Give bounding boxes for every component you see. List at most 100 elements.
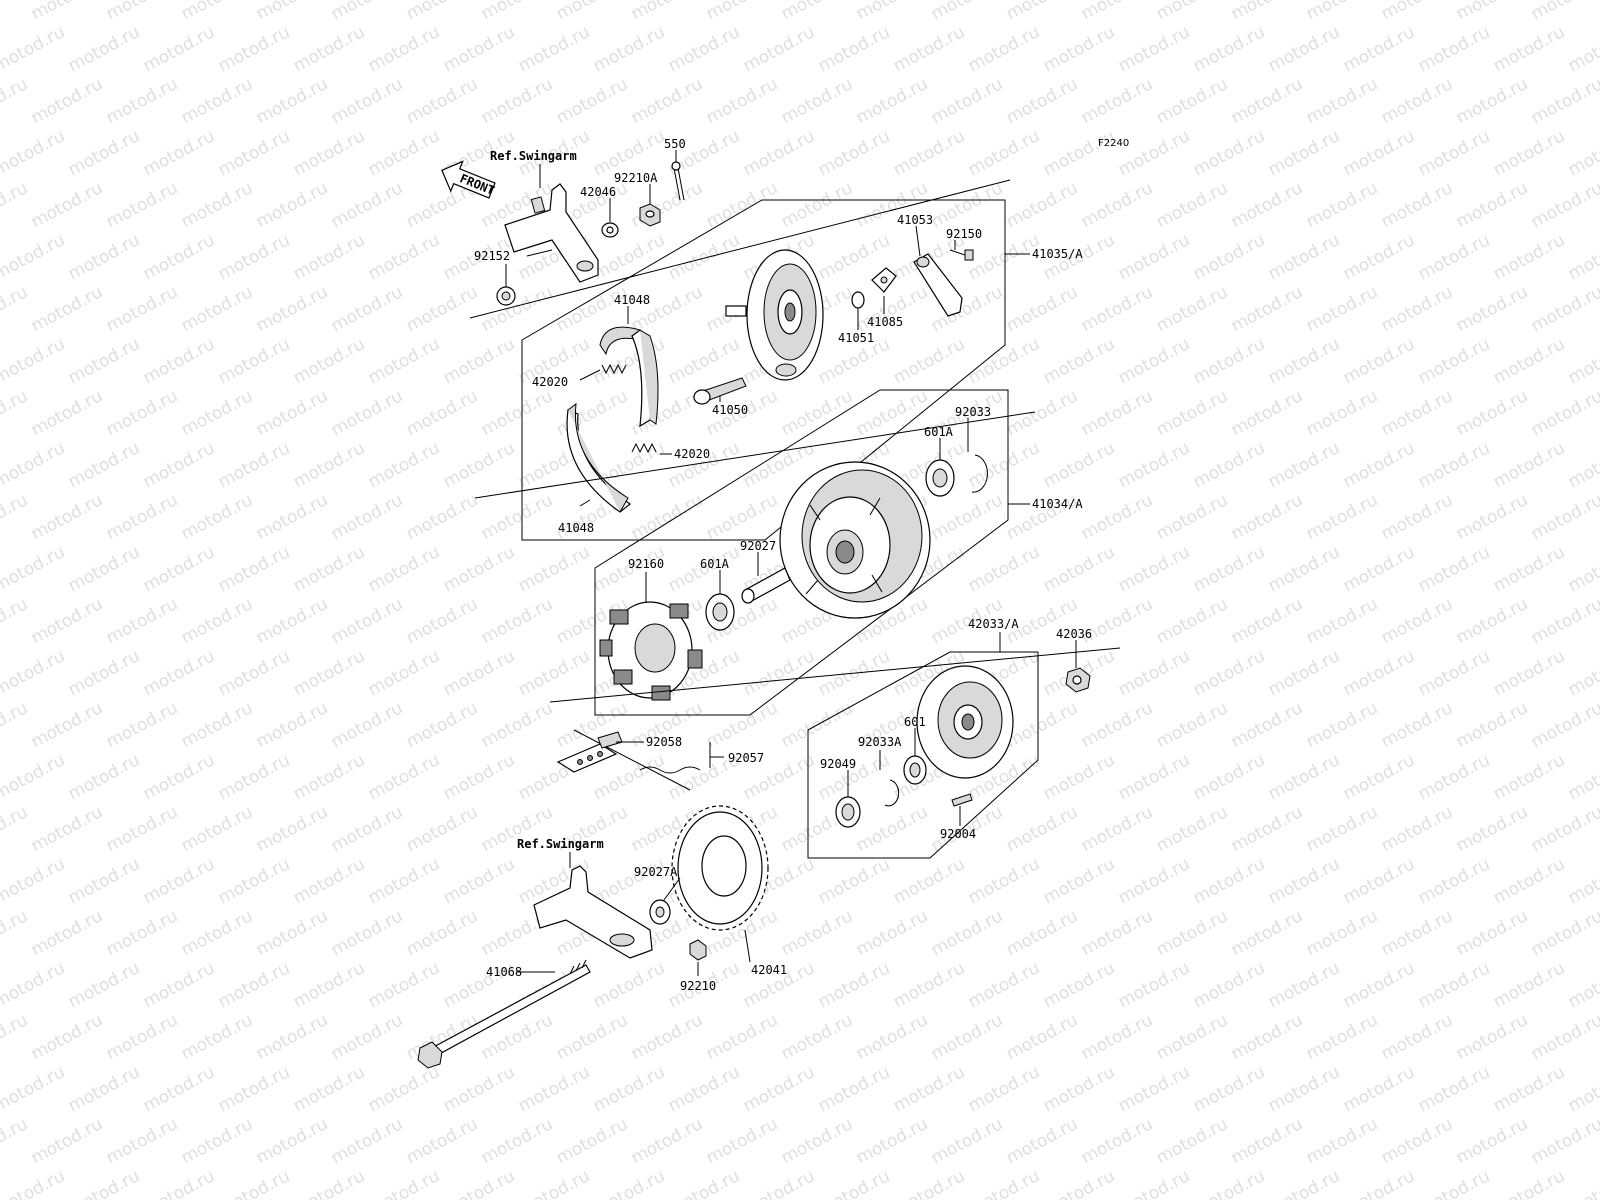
watermark-text: motod.ru	[740, 126, 818, 180]
watermark-text: motod.ru	[65, 750, 143, 804]
watermark-text: motod.ru	[665, 126, 743, 180]
watermark-text: motod.ru	[1228, 490, 1306, 544]
label-92027A: 92027A	[634, 865, 678, 879]
watermark-text: motod.ru	[403, 0, 481, 24]
watermark-text: motod.ru	[290, 958, 368, 1012]
watermark-text: motod.ru	[28, 802, 106, 856]
watermark-text: motod.ru	[1265, 542, 1343, 596]
watermark-text: motod.ru	[928, 490, 1006, 544]
watermark-text: motod.ru	[890, 22, 968, 76]
watermark-text: motod.ru	[103, 0, 181, 24]
watermark-text: motod.ru	[365, 22, 443, 76]
watermark-text: motod.ru	[1228, 0, 1306, 24]
watermark-text: motod.ru	[1378, 178, 1456, 232]
watermark-text: motod.ru	[28, 0, 106, 24]
watermark-text: motod.ru	[778, 178, 856, 232]
watermark-text: motod.ru	[1415, 126, 1493, 180]
watermark-text: motod.ru	[815, 1166, 893, 1200]
watermark-text: motod.ru	[103, 282, 181, 336]
watermark-text: motod.ru	[1490, 750, 1568, 804]
watermark-text: motod.ru	[328, 1010, 406, 1064]
watermark-text: motod.ru	[365, 438, 443, 492]
label-601A-upper: 601A	[924, 425, 954, 439]
watermark-text: motod.ru	[515, 1062, 593, 1116]
watermark-text: motod.ru	[740, 1166, 818, 1200]
frame-41035A	[521, 199, 1006, 541]
watermark-text: motod.ru	[1078, 802, 1156, 856]
watermark-text: motod.ru	[1528, 906, 1600, 960]
watermark-text: motod.ru	[1490, 334, 1568, 388]
watermark-text: motod.ru	[703, 698, 781, 752]
watermark-text: motod.ru	[403, 74, 481, 128]
watermark-text: motod.ru	[103, 594, 181, 648]
watermark-text: motod.ru	[0, 178, 31, 232]
watermark-text: motod.ru	[553, 386, 631, 440]
watermark-text: motod.ru	[65, 230, 143, 284]
watermark-text: motod.ru	[290, 542, 368, 596]
watermark-text: motod.ru	[215, 230, 293, 284]
watermark-text: motod.ru	[628, 0, 706, 24]
watermark-text: motod.ru	[778, 906, 856, 960]
watermark-text: motod.ru	[1190, 1166, 1268, 1200]
bolt-92150	[949, 249, 974, 261]
watermark-text: motod.ru	[665, 334, 743, 388]
watermark-text: motod.ru	[1153, 1114, 1231, 1168]
watermark-text: motod.ru	[628, 282, 706, 336]
label-42046: 42046	[580, 185, 616, 199]
watermark-text: motod.ru	[1265, 1166, 1343, 1200]
label-41068: 41068	[486, 965, 522, 979]
watermark-text: motod.ru	[890, 126, 968, 180]
watermark-text: motod.ru	[590, 958, 668, 1012]
watermark-text: motod.ru	[1003, 0, 1081, 24]
watermark-text: motod.ru	[928, 1010, 1006, 1064]
watermark-text: motod.ru	[0, 0, 31, 24]
watermark-text: motod.ru	[328, 178, 406, 232]
watermark-text: motod.ru	[1415, 1166, 1493, 1200]
watermark-text: motod.ru	[28, 282, 106, 336]
watermark-text: motod.ru	[1078, 490, 1156, 544]
watermark-text: motod.ru	[0, 438, 68, 492]
watermark-text: motod.ru	[403, 490, 481, 544]
watermark-text: motod.ru	[28, 178, 106, 232]
watermark-text: motod.ru	[1040, 1062, 1118, 1116]
watermark-text: motod.ru	[140, 646, 218, 700]
watermark-text: motod.ru	[365, 126, 443, 180]
watermark-text: motod.ru	[253, 386, 331, 440]
watermark-text: motod.ru	[0, 230, 68, 284]
bearing-601A-upper	[925, 459, 955, 497]
watermark-text: motod.ru	[1078, 906, 1156, 960]
watermark-text: motod.ru	[1565, 1166, 1600, 1200]
watermark-text: motod.ru	[1265, 646, 1343, 700]
watermark-text: motod.ru	[103, 1010, 181, 1064]
watermark-text: motod.ru	[253, 594, 331, 648]
watermark-text: motod.ru	[1378, 698, 1456, 752]
watermark-text: motod.ru	[965, 958, 1043, 1012]
watermark-text: motod.ru	[28, 594, 106, 648]
watermark-text: motod.ru	[1528, 1114, 1600, 1168]
watermark-text: motod.ru	[253, 0, 331, 24]
watermark-text: motod.ru	[965, 438, 1043, 492]
watermark-text: motod.ru	[290, 646, 368, 700]
watermark-text: motod.ru	[290, 126, 368, 180]
watermark-text: motod.ru	[328, 74, 406, 128]
watermark-text: motod.ru	[0, 906, 31, 960]
watermark-text: motod.ru	[1453, 906, 1531, 960]
watermark-text: motod.ru	[853, 74, 931, 128]
label-42020-upper: 42020	[532, 375, 568, 389]
frame-42033A	[807, 651, 1039, 859]
watermark-text: motod.ru	[365, 334, 443, 388]
label-41085: 41085	[867, 315, 903, 329]
watermark-text: motod.ru	[178, 1010, 256, 1064]
watermark-text: motod.ru	[140, 334, 218, 388]
watermark-text: motod.ru	[1453, 0, 1531, 24]
watermark-text: motod.ru	[403, 1114, 481, 1168]
rear-sprocket-42041	[671, 805, 769, 931]
watermark-text: motod.ru	[0, 854, 68, 908]
watermark-text: motod.ru	[665, 1062, 743, 1116]
frame-41034A	[594, 389, 1009, 716]
watermark-text: motod.ru	[1115, 958, 1193, 1012]
watermark-text: motod.ru	[0, 490, 31, 544]
watermark-text: motod.ru	[403, 802, 481, 856]
watermark-text: motod.ru	[328, 282, 406, 336]
watermark-text: motod.ru	[0, 646, 68, 700]
